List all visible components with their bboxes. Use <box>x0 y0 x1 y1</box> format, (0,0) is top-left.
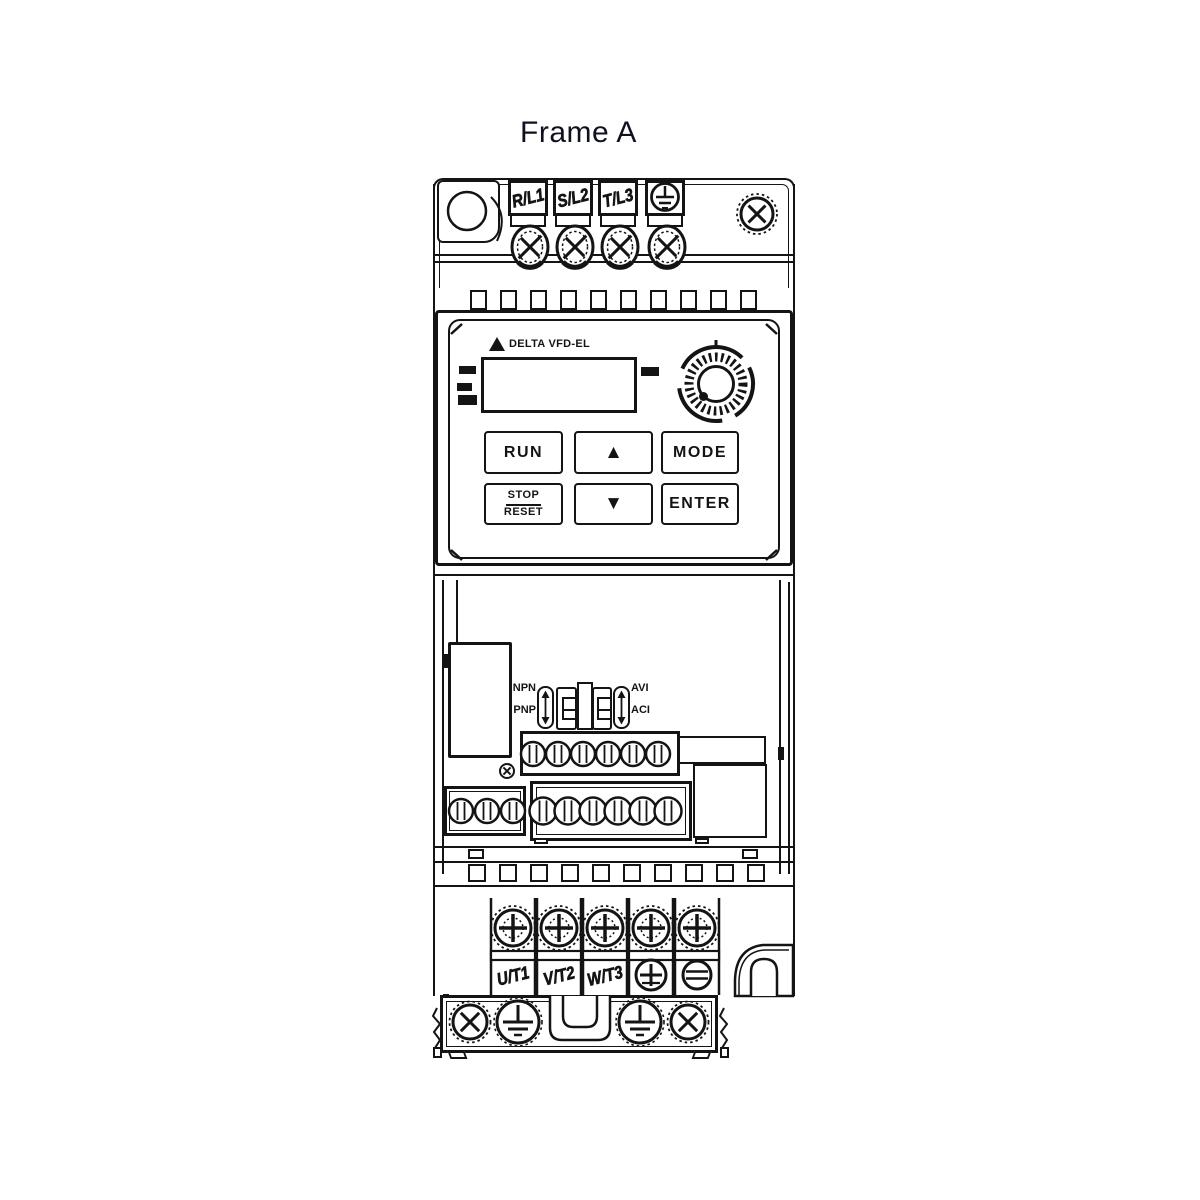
drive-body <box>433 184 795 996</box>
lcd-display <box>481 357 637 413</box>
option-cover-block <box>448 642 512 758</box>
terminal-label-box: R/L1 <box>508 180 548 216</box>
side-panel <box>693 764 767 838</box>
vent-slot <box>500 290 517 310</box>
vent-slot <box>468 849 484 859</box>
down-arrow-icon: ▼ <box>604 493 623 514</box>
dip-label-npn: NPN <box>512 682 536 694</box>
status-led-mark <box>458 395 477 405</box>
section-divider <box>433 574 795 576</box>
clip-tab <box>534 838 548 844</box>
run-button[interactable]: RUN <box>484 431 563 474</box>
vent-slot <box>747 864 765 882</box>
vent-slot <box>560 290 577 310</box>
status-led-mark <box>457 383 472 391</box>
enter-button[interactable]: ENTER <box>661 483 739 525</box>
vent-slot <box>742 849 758 859</box>
vent-slot <box>592 864 610 882</box>
vent-slot <box>740 290 757 310</box>
vent-slot <box>530 290 547 310</box>
down-button[interactable]: ▼ <box>574 483 653 525</box>
vent-slot <box>623 864 641 882</box>
vent-slot <box>470 290 487 310</box>
vent-slot <box>499 864 517 882</box>
plate-foot <box>447 1051 468 1059</box>
inner-rail-right-outer <box>788 582 790 874</box>
stop-reset-label: STOP RESET <box>504 489 543 518</box>
display-annotation-mark <box>641 367 659 376</box>
run-label: RUN <box>503 443 544 461</box>
vent-slot <box>650 290 667 310</box>
panel-seam <box>433 885 795 887</box>
panel-seam <box>433 846 795 848</box>
mode-button[interactable]: MODE <box>661 431 739 474</box>
vent-slot <box>654 864 672 882</box>
clip-tab <box>695 838 709 844</box>
plate-foot <box>691 1051 712 1059</box>
up-arrow-icon: ▲ <box>604 441 623 463</box>
top-cover-outline <box>433 178 795 290</box>
enter-label: ENTER <box>669 495 731 512</box>
vent-slot <box>530 864 548 882</box>
npn-pnp-switch-handle[interactable] <box>562 697 577 720</box>
vent-slot <box>620 290 637 310</box>
mode-label: MODE <box>673 443 727 461</box>
stop-label: STOP <box>505 489 542 506</box>
vent-slot <box>716 864 734 882</box>
rail-tick <box>443 654 449 668</box>
dip-label-aci: ACI <box>631 704 650 716</box>
inner-rail-left <box>442 580 444 874</box>
rail-tick <box>778 747 784 760</box>
brand-text: DELTA VFD-EL <box>509 338 590 350</box>
reset-label: RESET <box>503 505 544 518</box>
vent-slot <box>680 290 697 310</box>
inner-rail-right <box>779 580 781 874</box>
status-led-mark <box>459 366 476 374</box>
vent-slot <box>710 290 727 310</box>
stop-reset-button[interactable]: STOP RESET <box>484 483 563 525</box>
dip-label-pnp: PNP <box>513 704 536 716</box>
page-title: Frame A <box>520 116 637 149</box>
vent-slot <box>468 864 486 882</box>
vent-slot <box>685 864 703 882</box>
vent-slot <box>561 864 579 882</box>
vent-slot <box>590 290 607 310</box>
delta-logo-icon <box>489 337 505 351</box>
mounting-plate-inner-line <box>446 1001 712 1047</box>
panel-seam <box>433 861 795 863</box>
avi-aci-switch-handle[interactable] <box>597 697 612 720</box>
up-button[interactable]: ▲ <box>574 431 653 474</box>
dip-label-avi: AVI <box>631 682 649 694</box>
inner-rail-left-step <box>456 580 458 642</box>
